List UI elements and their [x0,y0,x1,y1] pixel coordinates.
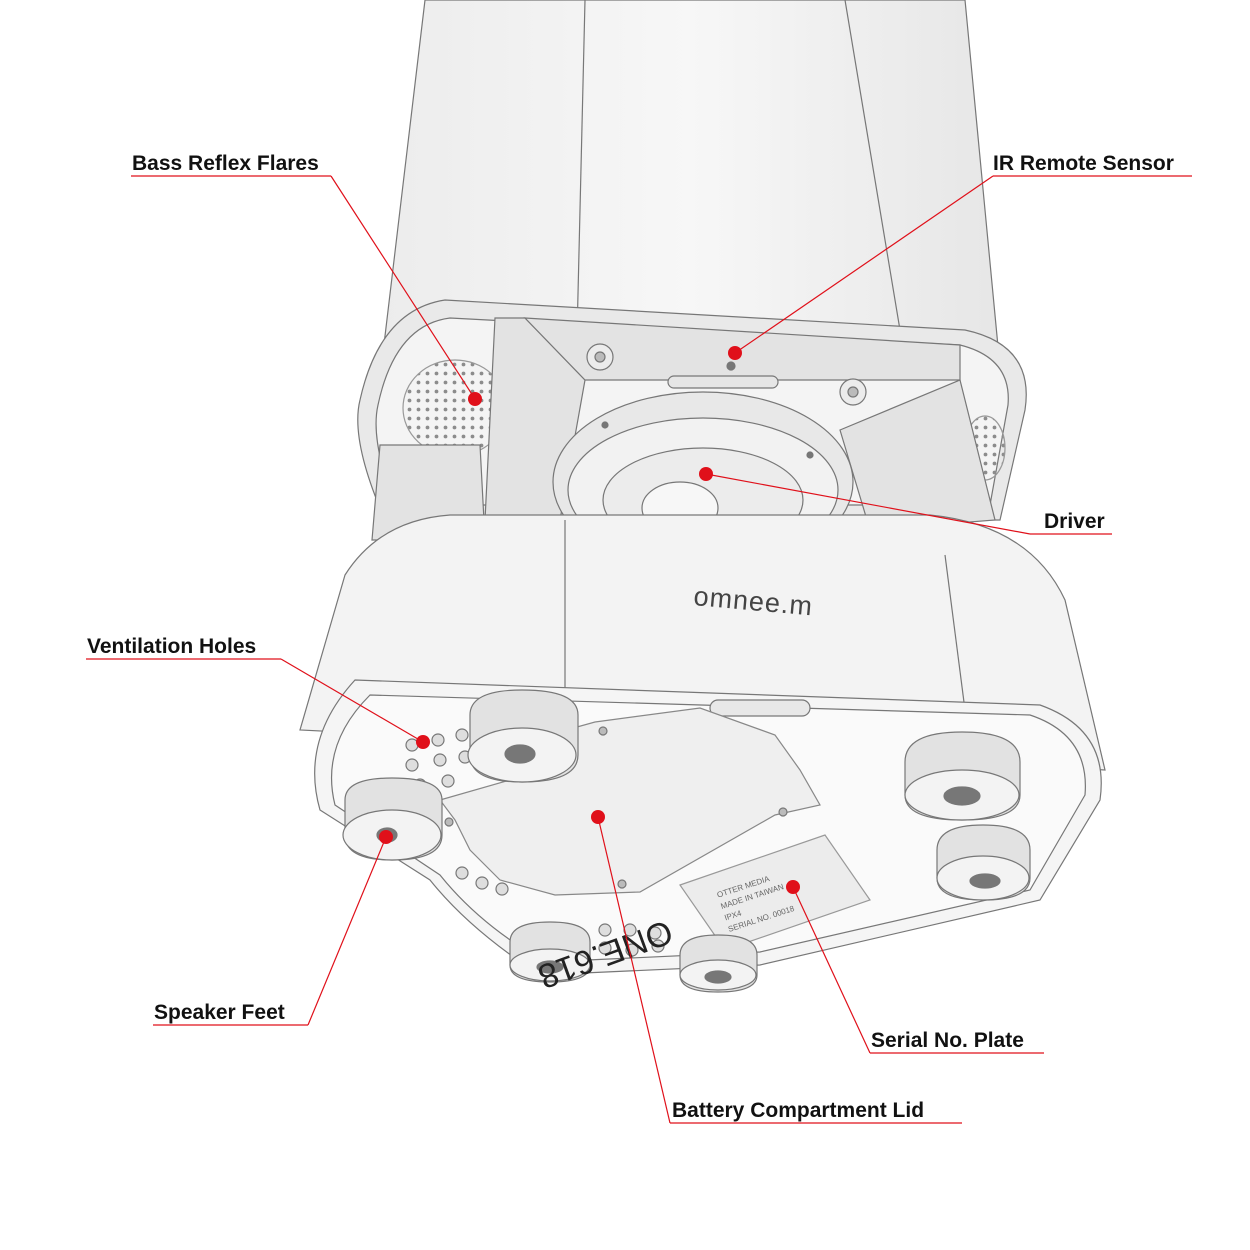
speaker-illustration [299,0,1106,993]
anchor-dot [786,880,800,894]
callout-ir-remote-sensor: IR Remote Sensor [728,152,1192,360]
callout-label: Bass Reflex Flares [132,152,319,175]
cavity-panels [371,317,996,541]
callout-serial-no-plate: Serial No. Plate [786,880,1044,1054]
foot-bottom-right [679,934,758,993]
callout-label: Speaker Feet [154,1001,285,1024]
leader-line [705,473,1031,535]
leader-line [792,886,871,1054]
anchor-dot [416,735,430,749]
foot-right [936,824,1031,901]
anchor-dot [591,810,605,824]
foot-top-right [904,731,1021,821]
leader-line [734,175,994,354]
callouts: Bass Reflex Flares IR Remote Sensor Driv… [86,152,1192,1124]
screw-left [586,343,614,371]
ir-sensor-window [667,361,779,389]
leader-line [597,816,671,1124]
callout-battery-compartment-lid: Battery Compartment Lid [591,810,962,1124]
foot-top-left [467,689,579,783]
callout-driver: Driver [699,467,1112,535]
callout-label: Battery Compartment Lid [672,1099,924,1122]
anchor-dot [468,392,482,406]
callout-label: IR Remote Sensor [993,152,1174,175]
callout-label: Serial No. Plate [871,1029,1024,1052]
anchor-dot [699,467,713,481]
foot-bottom-left [509,921,591,983]
foot-left [342,777,443,861]
anchor-dot [728,346,742,360]
callout-label: Driver [1044,510,1105,533]
leader-line [330,175,476,400]
callout-bass-reflex-flares: Bass Reflex Flares [131,152,482,406]
callout-ventilation-holes: Ventilation Holes [86,635,430,749]
screw-right [839,378,867,406]
leader-line [307,836,387,1026]
leader-line [280,658,424,743]
callout-label: Ventilation Holes [87,635,256,658]
serial-plate-shape [679,834,871,951]
anchor-dot [379,830,393,844]
callout-speaker-feet: Speaker Feet [153,830,393,1026]
